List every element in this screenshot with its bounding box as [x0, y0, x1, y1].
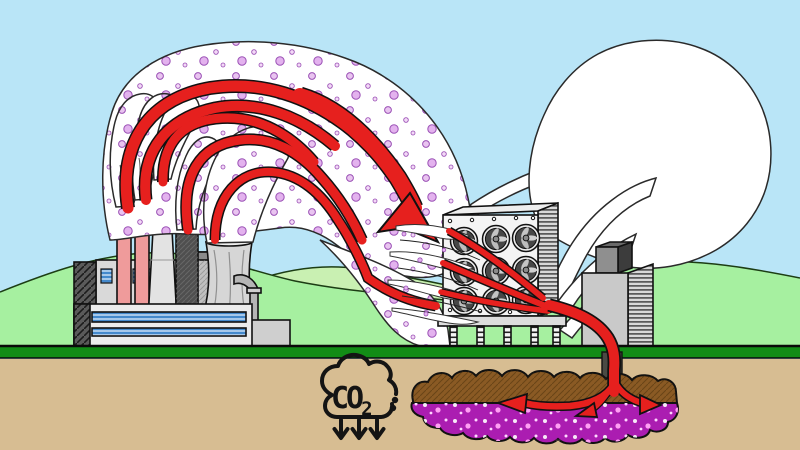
dac-bolts — [447, 215, 536, 315]
co2-cloud-dot — [389, 404, 397, 412]
co2-cloud-outline — [320, 352, 399, 419]
co2-arc — [140, 100, 340, 205]
co2-down-arrow — [332, 418, 350, 440]
low-building-dark-end — [73, 303, 91, 347]
building-side-vents — [627, 262, 654, 351]
co2-down-arrow — [350, 418, 368, 440]
storage-arrowhead-left — [495, 392, 529, 415]
dac-fan — [511, 223, 541, 253]
co2-streak — [438, 289, 551, 314]
grass-strip — [0, 346, 800, 358]
storage-arrowhead-right — [639, 393, 664, 416]
co2-streak — [440, 260, 549, 309]
storage-arrowheads — [495, 392, 664, 418]
co2-streaks-through-fans-red — [438, 228, 551, 314]
co2-icon: CO2 — [320, 352, 399, 440]
co2-down-arrow — [368, 418, 386, 440]
co2-icon-text: CO2 — [331, 381, 371, 420]
co2-cloud-dot — [391, 396, 399, 404]
dac-fan — [481, 224, 511, 254]
storage-sparkles — [411, 403, 678, 444]
storage-arrowhead-mid — [573, 401, 599, 418]
clean-air-stream — [544, 176, 658, 307]
ground — [0, 359, 800, 450]
co2-arc — [158, 113, 319, 187]
window-strip-1 — [91, 311, 247, 323]
injection-down-stream — [544, 300, 620, 397]
pipe-flange — [246, 287, 262, 294]
factory-low-building — [73, 303, 253, 347]
window-strip-2 — [91, 327, 247, 337]
co2-down-arrows — [332, 418, 386, 440]
vent-cube-front — [595, 246, 619, 274]
inflow-particles — [401, 231, 447, 317]
co2-arc — [211, 167, 440, 310]
co2-arc — [181, 134, 367, 245]
co2-streak — [446, 228, 546, 301]
dac-unit — [437, 201, 567, 348]
chimney-dark-hatch — [176, 226, 198, 320]
